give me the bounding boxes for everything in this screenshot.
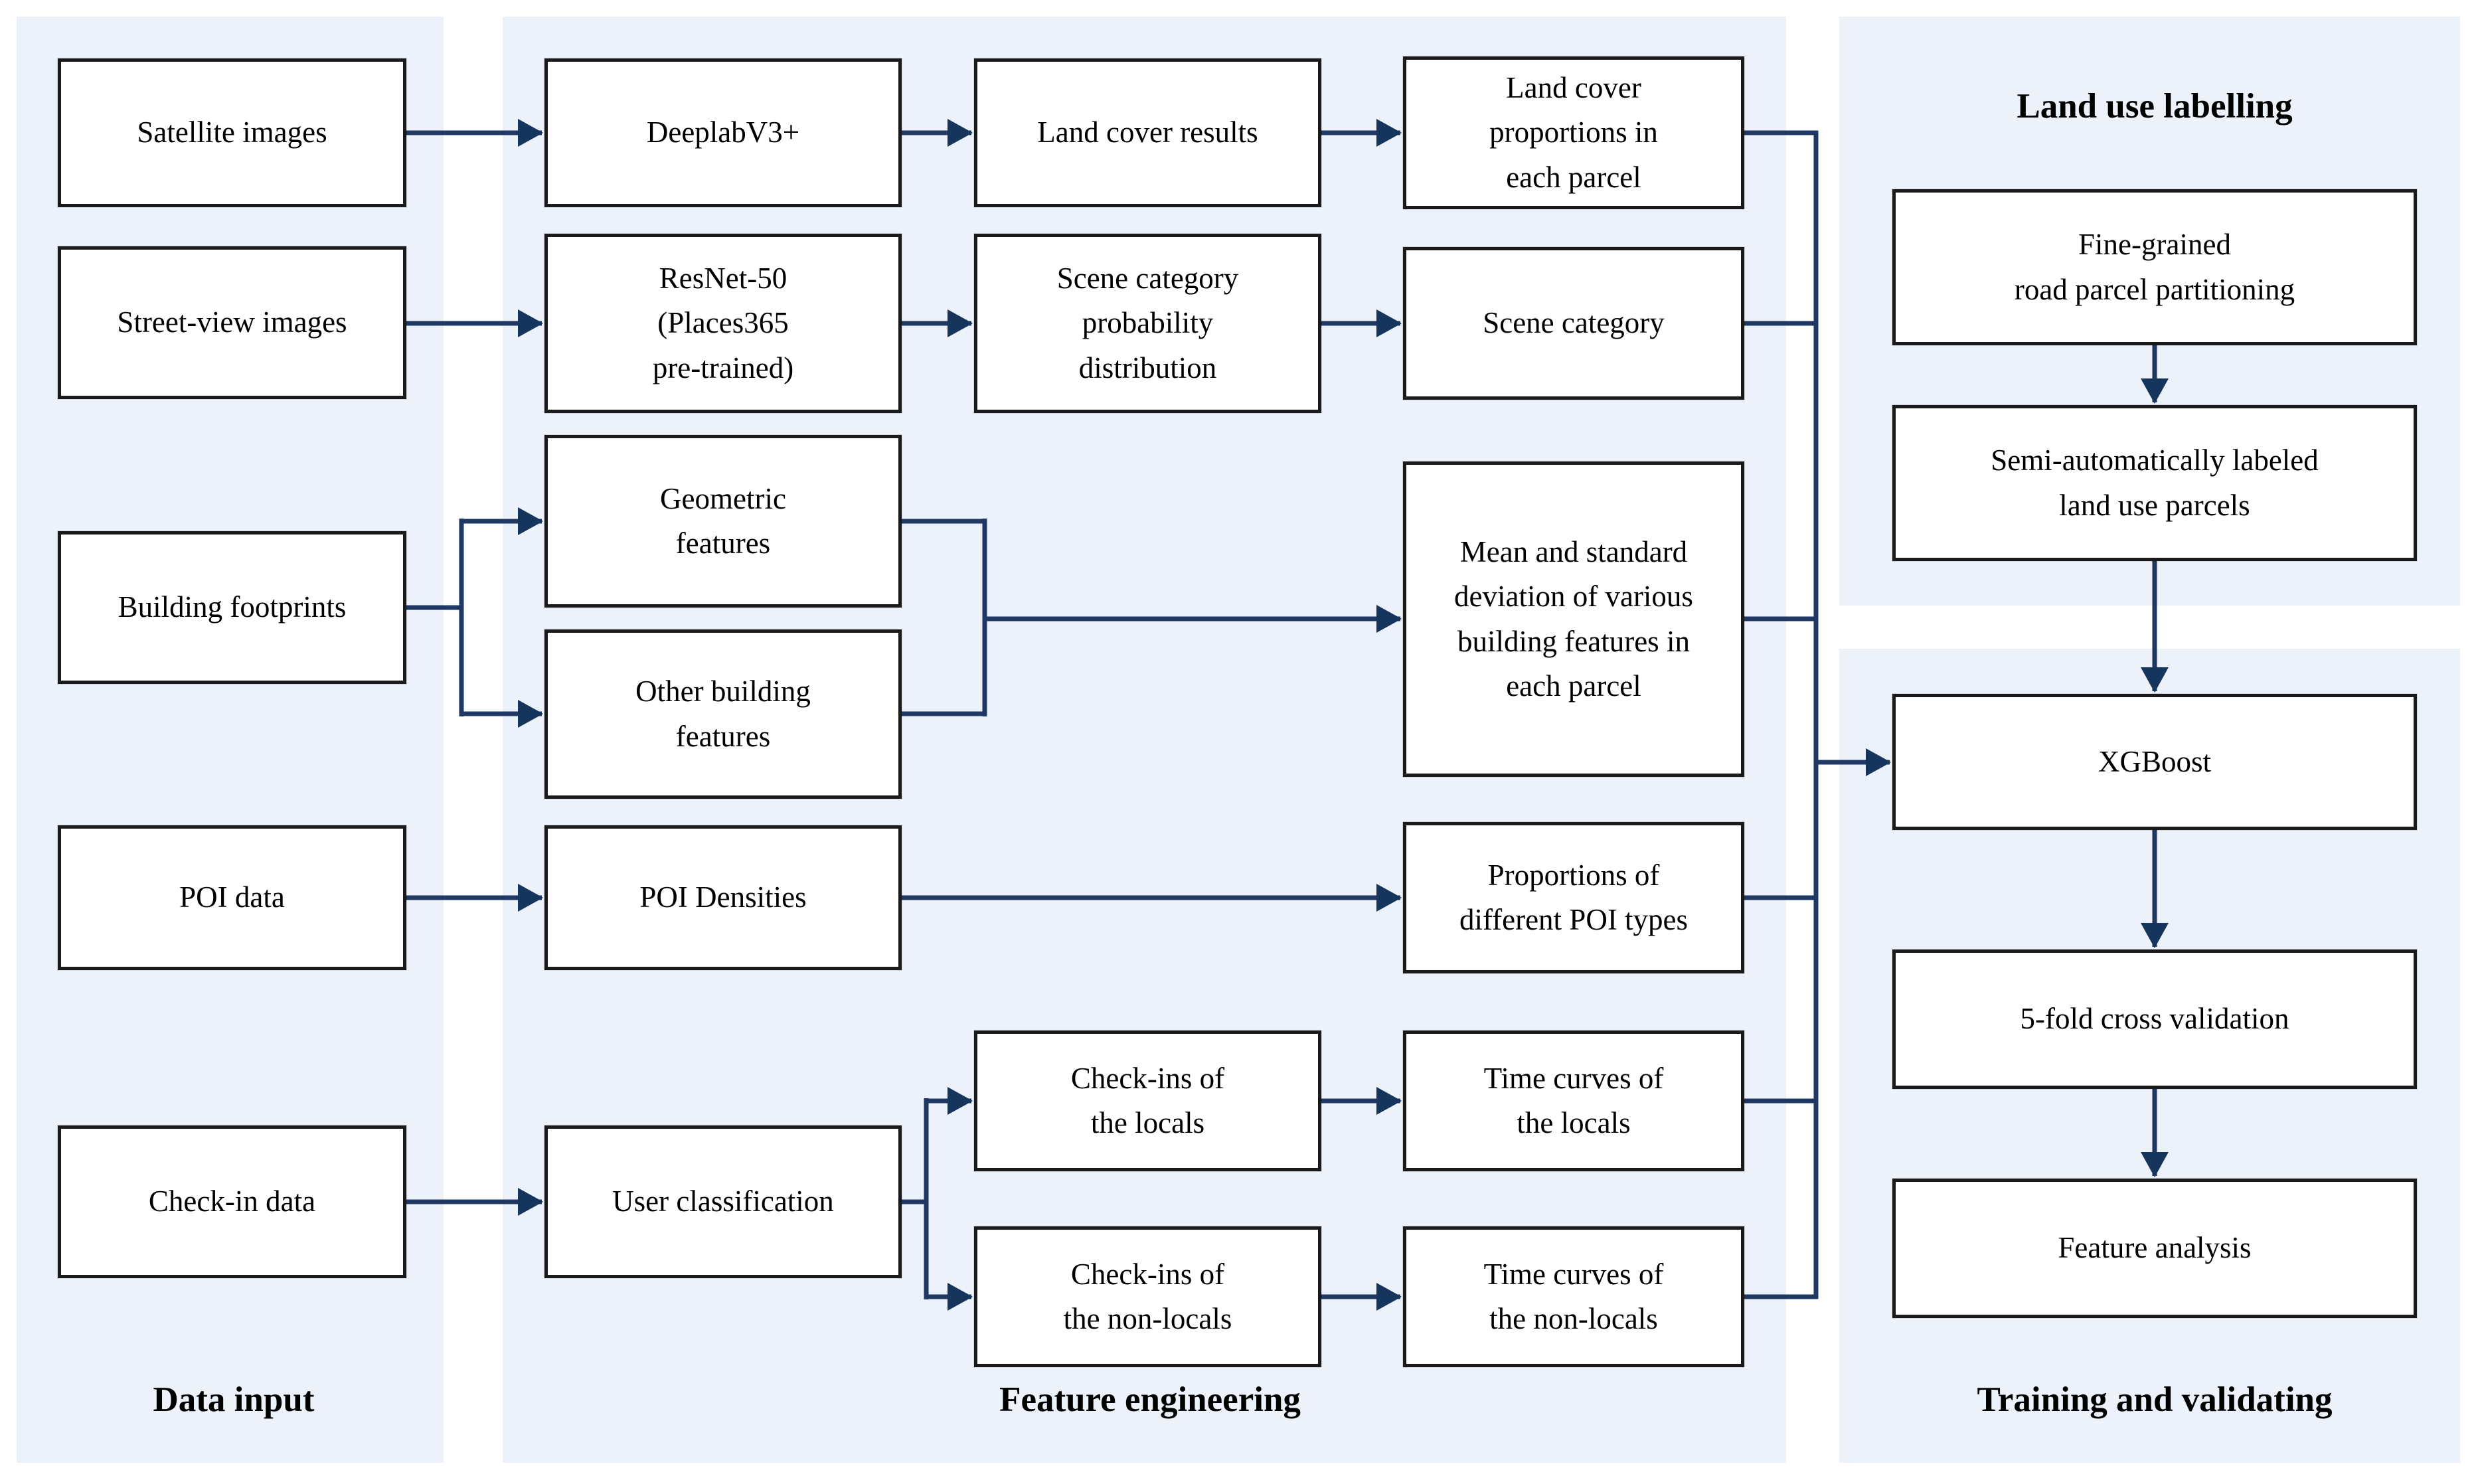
node-time-curves-non-locals: Time curves of the non-locals [1403, 1226, 1744, 1367]
node-label: Time curves of the non-locals [1483, 1257, 1664, 1336]
node-street-view-images: Street-view images [58, 246, 406, 399]
node-geometric-features: Geometric features [544, 435, 902, 608]
section-title-feature-engineering: Feature engineering [999, 1380, 1301, 1419]
node-label: Land cover results [1037, 116, 1258, 149]
node-label: 5-fold cross validation [2020, 1002, 2289, 1036]
node-resnet50-places365: ResNet-50 (Places365 pre-trained) [544, 234, 902, 413]
node-label: User classification [612, 1185, 834, 1218]
node-label: Feature analysis [2058, 1231, 2252, 1265]
node-scene-category: Scene category [1403, 247, 1744, 400]
node-label: DeeplabV3+ [646, 116, 800, 149]
node-check-in-data: Check-in data [58, 1125, 406, 1278]
node-feature-analysis: Feature analysis [1892, 1179, 2417, 1318]
node-five-fold-cross-validation: 5-fold cross validation [1892, 949, 2417, 1089]
node-poi-data: POI data [58, 825, 406, 970]
section-title-training-validating: Training and validating [1977, 1380, 2333, 1419]
node-time-curves-locals: Time curves of the locals [1403, 1031, 1744, 1171]
node-land-cover-proportions: Land cover proportions in each parcel [1403, 56, 1744, 209]
node-label: Fine-grained road parcel partitioning [2014, 228, 2295, 306]
node-label: Semi-automatically labeled land use parc… [1991, 444, 2319, 522]
node-label: Scene category [1483, 306, 1665, 340]
node-xgboost: XGBoost [1892, 694, 2417, 830]
node-other-building-features: Other building features [544, 629, 902, 799]
node-label: Satellite images [137, 116, 327, 149]
node-label: Time curves of the locals [1483, 1061, 1664, 1140]
node-label: Other building features [635, 675, 811, 753]
node-semi-auto-labeled-parcels: Semi-automatically labeled land use parc… [1892, 405, 2417, 561]
node-scene-category-probability: Scene category probability distribution [974, 234, 1321, 413]
node-label: Street-view images [117, 305, 347, 339]
node-label: Geometric features [660, 481, 786, 560]
node-label: Building footprints [118, 590, 347, 624]
section-title-land-use-labelling: Land use labelling [2017, 87, 2293, 125]
node-building-footprints: Building footprints [58, 531, 406, 684]
node-label: ResNet-50 (Places365 pre-trained) [652, 261, 794, 384]
node-poi-densities: POI Densities [544, 825, 902, 970]
node-label: POI data [179, 880, 285, 914]
node-label: Proportions of different POI types [1459, 858, 1689, 937]
node-label: Check-ins of the non-locals [1063, 1257, 1232, 1336]
node-deeplabv3: DeeplabV3+ [544, 58, 902, 207]
node-label: XGBoost [2098, 744, 2212, 778]
node-label: Land cover proportions in each parcel [1489, 70, 1658, 194]
node-mean-std-building-features: Mean and standard deviation of various b… [1403, 461, 1744, 777]
node-land-cover-results: Land cover results [974, 58, 1321, 207]
node-label: Check-ins of the locals [1070, 1061, 1225, 1140]
node-label: POI Densities [639, 880, 807, 914]
section-title-data-input: Data input [153, 1380, 315, 1419]
node-fine-grained-partitioning: Fine-grained road parcel partitioning [1892, 189, 2417, 345]
node-satellite-images: Satellite images [58, 58, 406, 207]
node-poi-type-proportions: Proportions of different POI types [1403, 822, 1744, 973]
node-label: Scene category probability distribution [1056, 261, 1239, 384]
node-check-ins-locals: Check-ins of the locals [974, 1031, 1321, 1171]
node-label: Check-in data [148, 1185, 316, 1218]
node-check-ins-non-locals: Check-ins of the non-locals [974, 1226, 1321, 1367]
node-user-classification: User classification [544, 1125, 902, 1278]
node-label: Mean and standard deviation of various b… [1454, 535, 1693, 703]
